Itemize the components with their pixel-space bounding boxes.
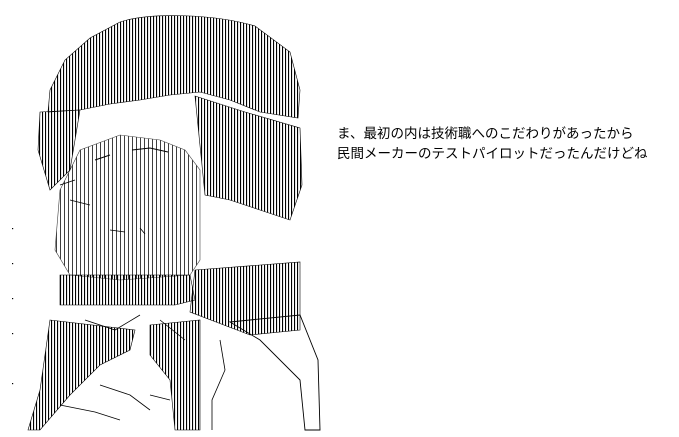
face-shape bbox=[54, 134, 201, 281]
neck-collar-shape bbox=[59, 261, 301, 341]
dialogue-caption: ま、最初の内は技術職へのこだわりがあったから 民間メーカーのテストパイロットだっ… bbox=[337, 124, 672, 164]
caption-line-1: ま、最初の内は技術職へのこだわりがあったから bbox=[337, 126, 634, 142]
caption-line-2: 民間メーカーのテストパイロットだったんだけどね bbox=[337, 146, 648, 162]
margin-dots bbox=[12, 228, 14, 385]
hair-shape bbox=[37, 15, 303, 221]
body-shape bbox=[27, 314, 321, 431]
ascii-art-figure bbox=[12, 15, 321, 431]
